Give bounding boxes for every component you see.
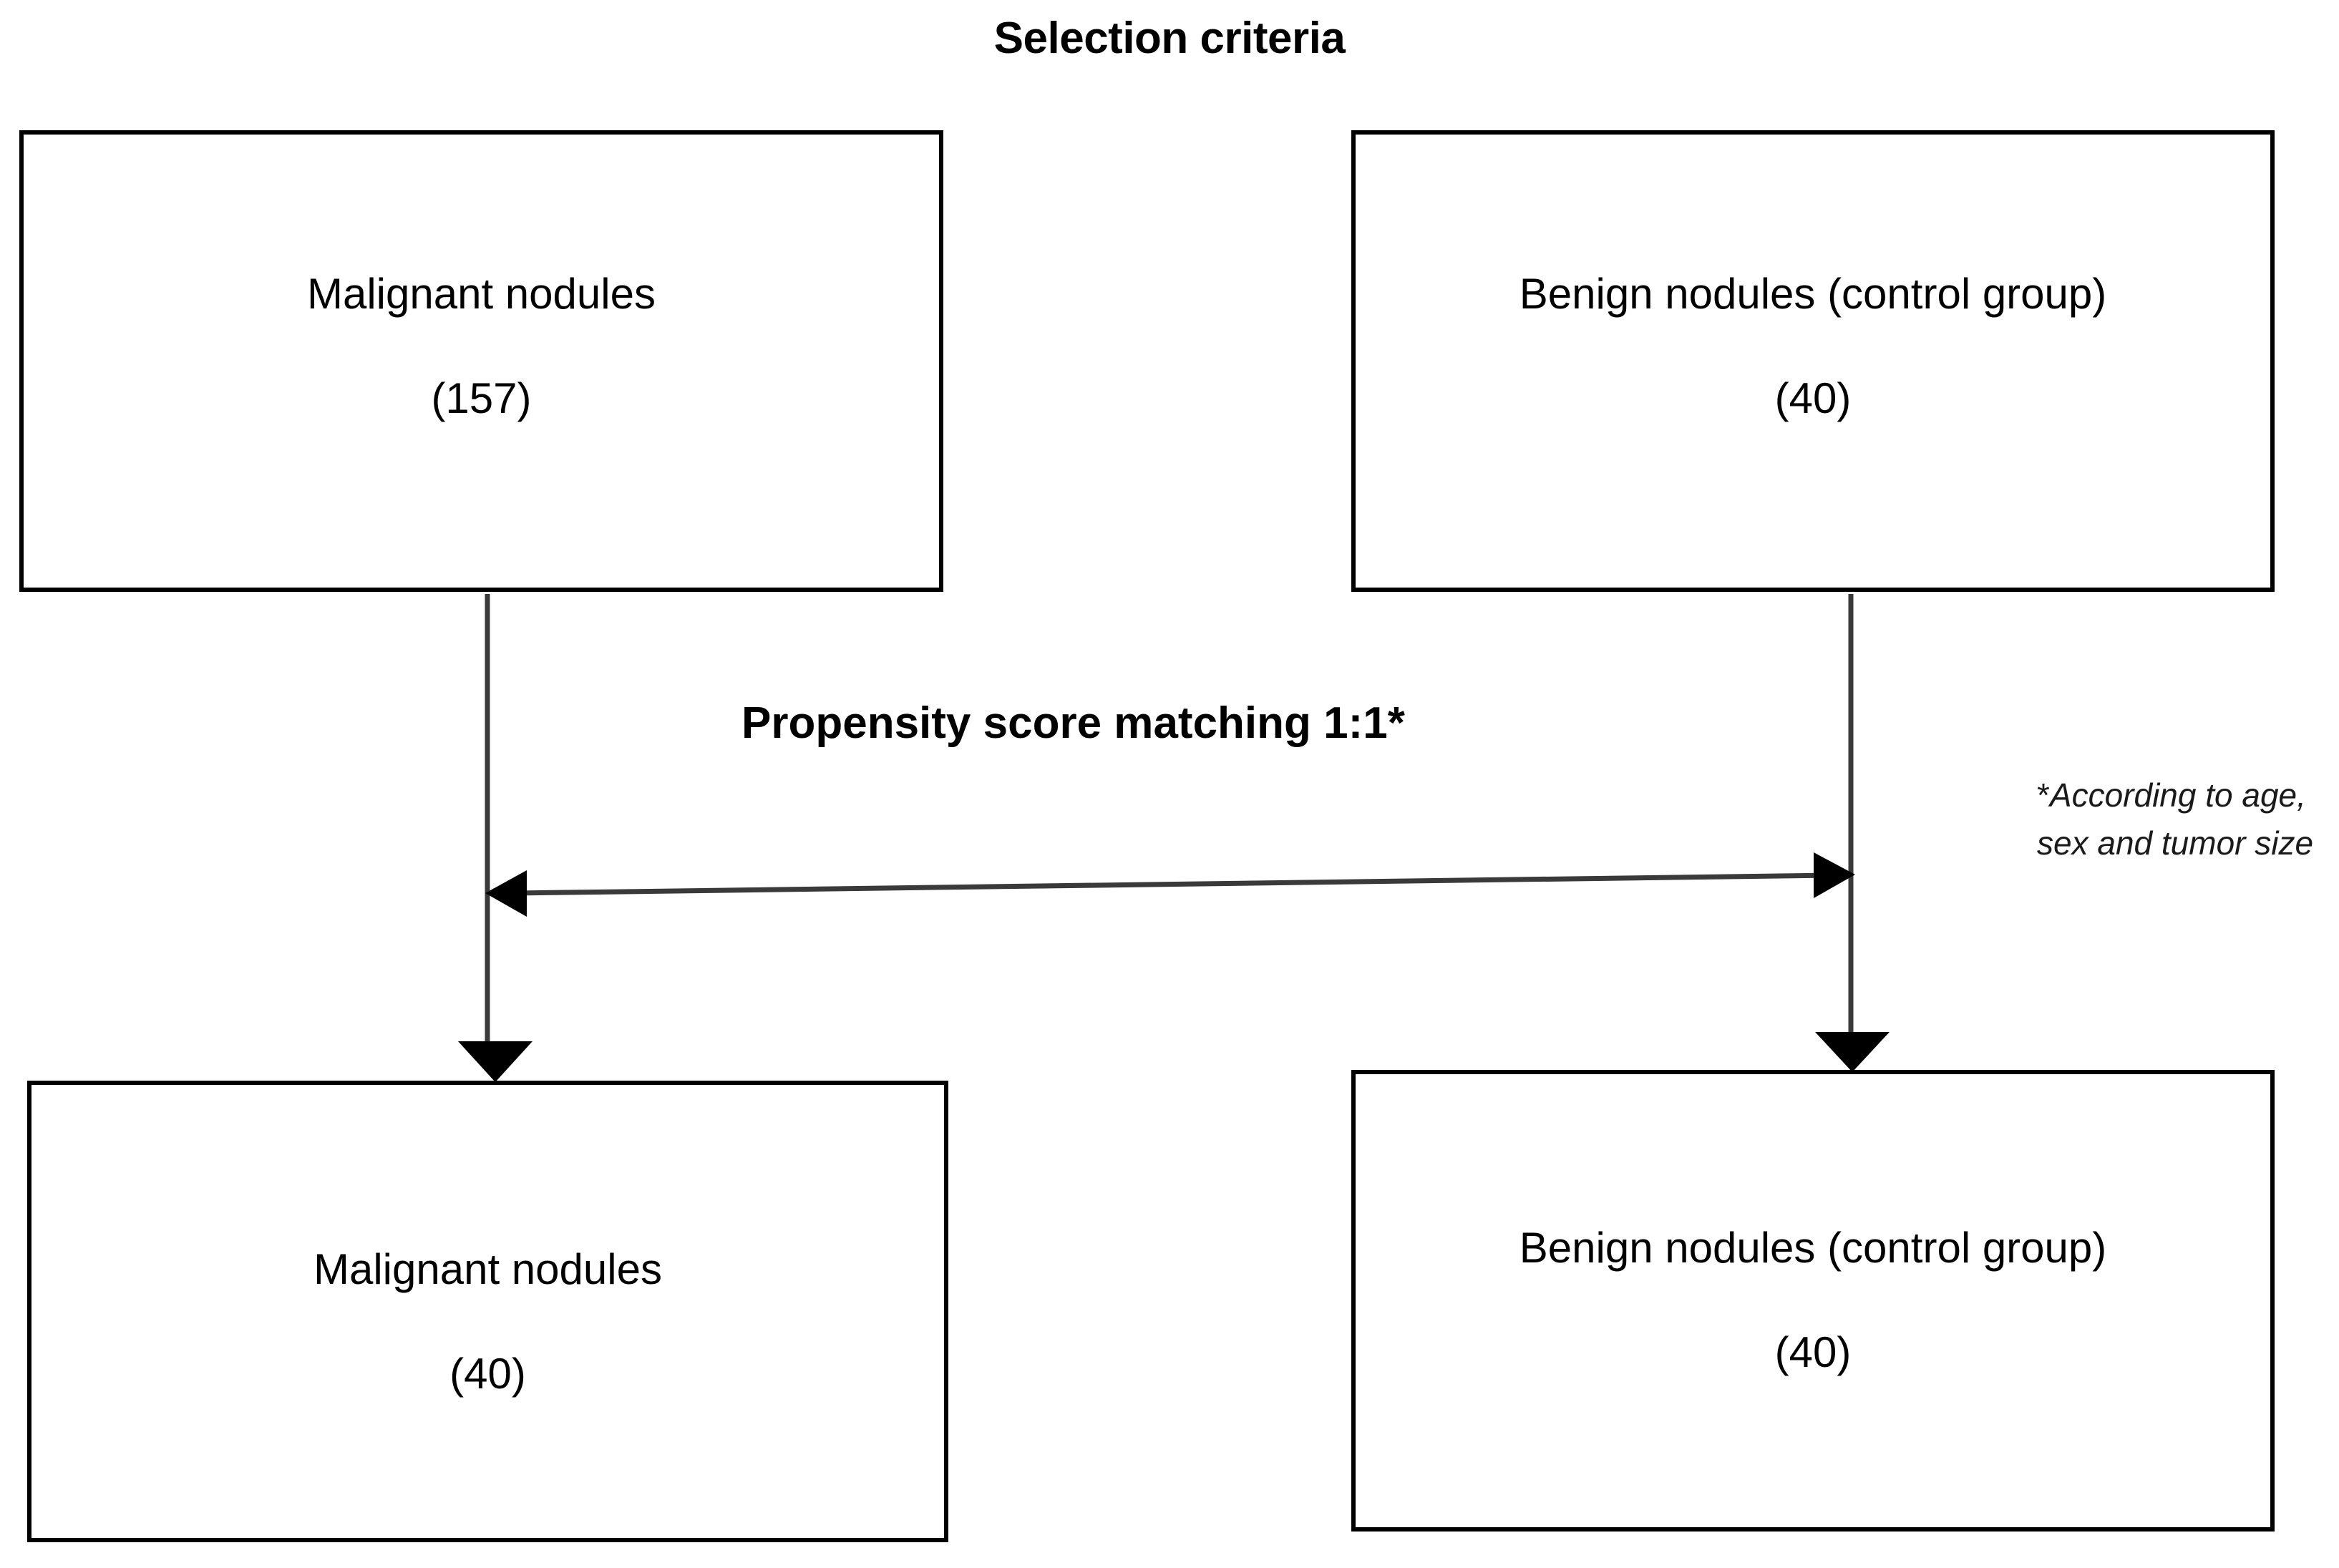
node-label: Malignant nodules — [306, 270, 656, 318]
footnote-marker: * — [2037, 776, 2050, 814]
node-label: Benign nodules (control group) — [1519, 270, 2107, 318]
footnote: *According to age, sex and tumor size — [2037, 771, 2338, 867]
node-malignant-nodules-bottom: Malignant nodules (40) — [27, 1081, 948, 1542]
connector-matching-horizontal — [515, 872, 1833, 896]
page-title: Selection criteria — [993, 14, 1346, 63]
footnote-line-2: sex and tumor size — [2037, 824, 2314, 862]
node-benign-nodules-top: Benign nodules (control group) (40) — [1351, 130, 2275, 592]
arrowhead-left — [485, 870, 527, 917]
node-count: (157) — [431, 374, 532, 422]
node-count: (40) — [1774, 374, 1852, 422]
node-malignant-nodules-top: Malignant nodules (157) — [19, 130, 943, 592]
arrowhead-down-right — [1815, 1032, 1890, 1072]
node-label: Benign nodules (control group) — [1519, 1224, 2107, 1272]
node-benign-nodules-bottom: Benign nodules (control group) (40) — [1351, 1070, 2275, 1532]
arrowhead-down-left — [458, 1041, 533, 1082]
node-count: (40) — [1774, 1328, 1852, 1376]
propensity-score-matching-label: Propensity score matching 1:1* — [741, 698, 1405, 748]
footnote-line-1: According to age, — [2049, 776, 2306, 814]
node-count: (40) — [449, 1350, 526, 1398]
arrowhead-right — [1814, 852, 1855, 898]
node-label: Malignant nodules — [313, 1245, 662, 1293]
